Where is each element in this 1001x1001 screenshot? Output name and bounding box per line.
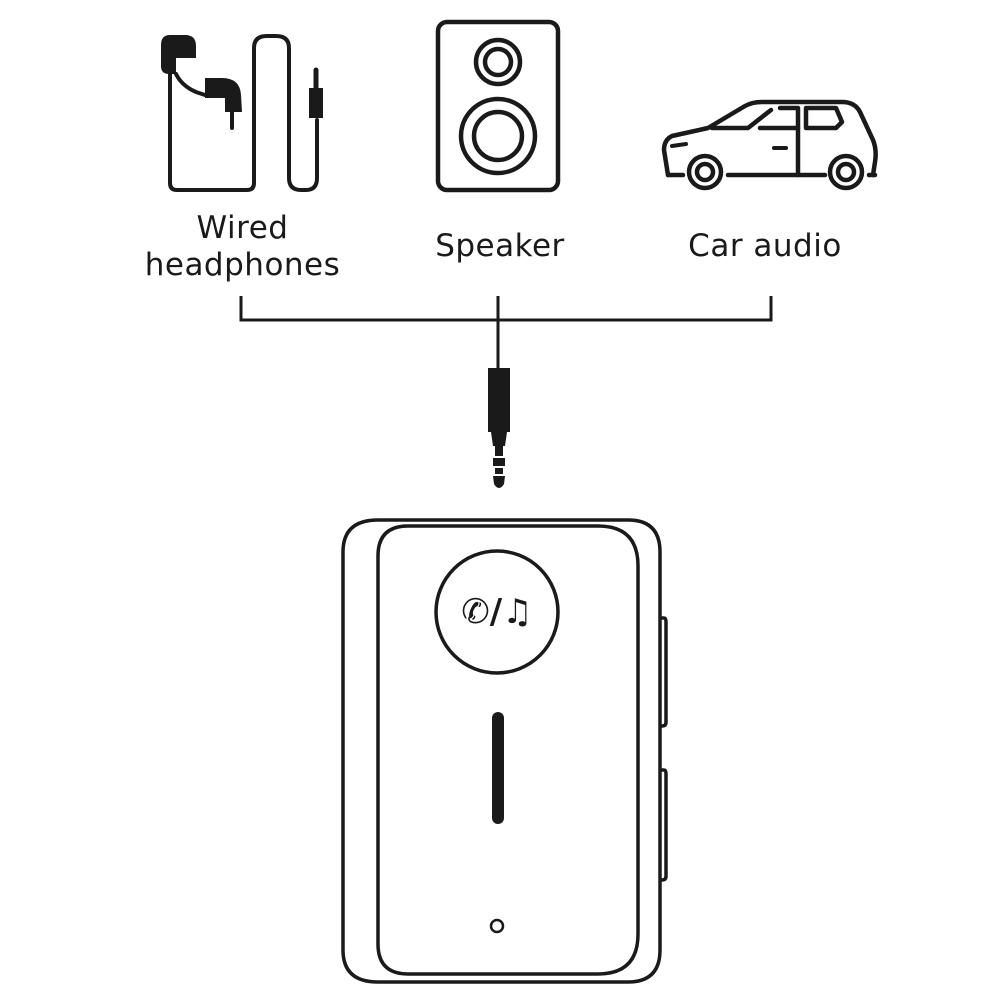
led-indicator-icon — [489, 918, 505, 934]
call-music-button[interactable] — [434, 549, 560, 675]
connection-lines — [239, 296, 773, 370]
bluetooth-receiver-icon — [341, 518, 668, 984]
device-label-wired-headphones: Wired headphones — [120, 210, 365, 284]
call-music-button-icon: ✆/♫ — [461, 592, 533, 632]
car-icon — [661, 99, 878, 191]
wired-headphones-icon — [161, 34, 323, 192]
audio-jack-plug-icon — [488, 368, 510, 488]
device-label-speaker: Speaker — [435, 228, 565, 264]
speaker-icon — [435, 19, 561, 193]
device-label-line2: headphones — [144, 247, 341, 283]
device-label-line1: Wired — [196, 210, 289, 246]
device-label-car-audio: Car audio — [688, 228, 842, 264]
